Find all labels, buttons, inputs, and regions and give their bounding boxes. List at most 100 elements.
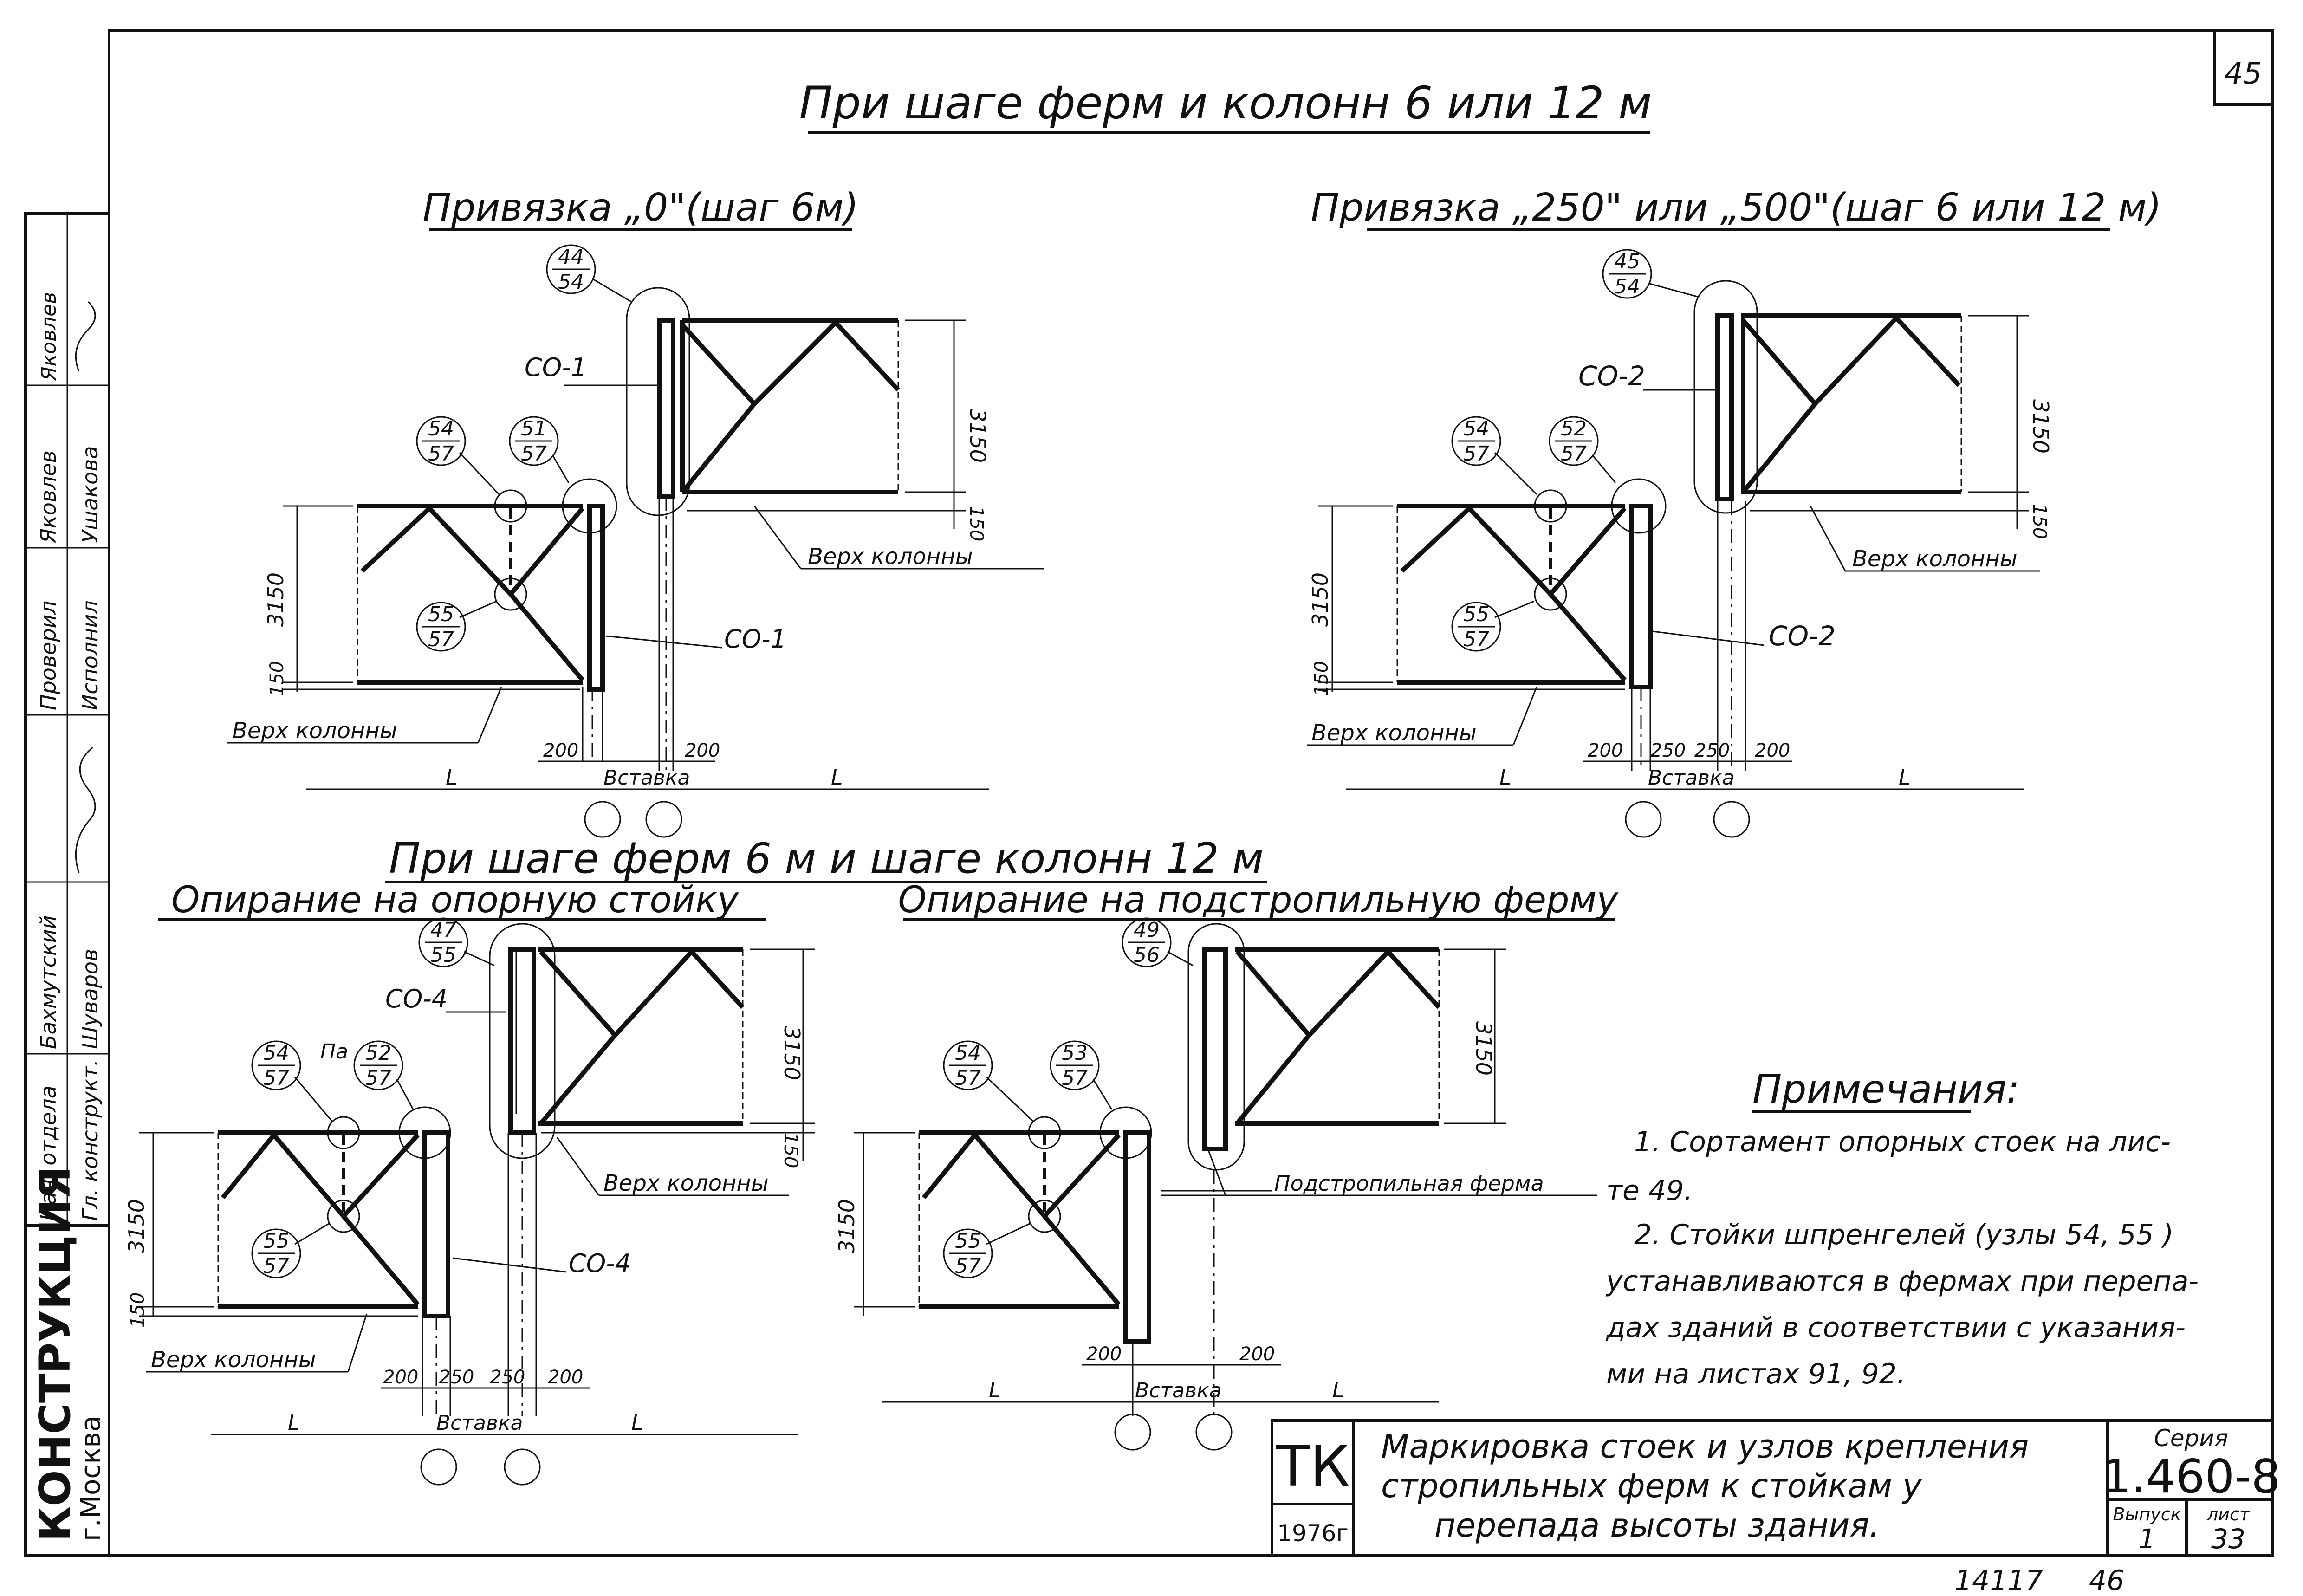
label-podstropilnaya-ferma: Подстропильная ферма: [1274, 1171, 1544, 1196]
dim-3150: 3150: [263, 572, 288, 627]
svg-text:55: 55: [263, 1229, 289, 1253]
heading-right-sub: Привязка „250" или „500"(шаг 6 или 12 м): [1311, 186, 2162, 230]
svg-text:56: 56: [1134, 943, 1160, 967]
dim-200: 200: [685, 740, 720, 761]
signature-scribble: [75, 746, 96, 873]
dim-3150: 3150: [965, 409, 990, 463]
dim-150: 150: [780, 1133, 801, 1168]
truss-web: [681, 323, 758, 494]
svg-text:44: 44: [558, 245, 584, 269]
svg-text:51: 51: [521, 417, 547, 441]
svg-text:53: 53: [1062, 1041, 1088, 1065]
node-circle: [1099, 1106, 1152, 1159]
node-circle: [494, 489, 527, 523]
svg-text:54: 54: [428, 417, 454, 441]
dim-150: 150: [1311, 661, 1332, 696]
axis-marker: [584, 801, 621, 838]
node-outline: [1187, 923, 1245, 1171]
node-circle: [1028, 1200, 1061, 1233]
label-vstavka: Вставка: [1648, 766, 1734, 790]
axis-marker: [645, 801, 682, 838]
stamp-name: Ушакова: [78, 446, 103, 543]
column-post: [422, 1130, 450, 1318]
label-co: СО-4: [385, 984, 448, 1013]
bottom-number: 46: [2089, 1564, 2124, 1596]
truss-web: [1549, 592, 1627, 682]
diagram-bottom-right: 49 56 54 57 53 57 55 57 Подстропильная ф…: [834, 917, 1597, 1451]
svg-text:54: 54: [1614, 275, 1640, 298]
dim-200: 200: [1755, 740, 1790, 761]
svg-text:57: 57: [1463, 628, 1489, 651]
leader: [1206, 1146, 1226, 1196]
node-callout-52-57: 52 57: [353, 1040, 414, 1110]
leader: [556, 1137, 600, 1196]
svg-text:54: 54: [1463, 417, 1489, 441]
dim-150: 150: [266, 661, 288, 696]
label-verh-kolonny: Верх колонны: [151, 1347, 316, 1373]
title-line: перепада высоты здания.: [1434, 1506, 1880, 1544]
truss-web: [360, 505, 584, 598]
truss-web: [221, 1131, 420, 1220]
diagram-top-left: 44 54 54 57 51 57 55 57 СО-1 СО-1: [227, 244, 1044, 838]
page-number-box: [2213, 29, 2274, 106]
stamp-role: Гл. конструкт.: [78, 1059, 103, 1221]
truss-web: [539, 950, 618, 1125]
seria-value: 1.460-8: [2102, 1449, 2281, 1504]
dim-L: L: [1499, 765, 1512, 790]
heading-bottom-right-sub: Опирание на подстропильную ферму: [898, 879, 1619, 921]
axis-marker: [420, 1448, 457, 1486]
dim-250: 250: [1650, 740, 1686, 761]
note-line: те 49.: [1606, 1174, 1693, 1207]
svg-text:57: 57: [1561, 442, 1587, 466]
node-callout-49-56: 49 56: [1122, 917, 1194, 967]
svg-text:57: 57: [365, 1066, 391, 1090]
stamp-name: Шуваров: [78, 949, 103, 1049]
svg-text:55: 55: [428, 603, 454, 626]
svg-text:57: 57: [955, 1254, 981, 1278]
leader: [753, 506, 802, 569]
notes: Примечания: 1. Сортамент опорных стоек н…: [1605, 1066, 2199, 1390]
node-circle: [398, 1106, 451, 1159]
column-post: [1123, 1130, 1151, 1344]
dim-3150: 3150: [1471, 1021, 1496, 1076]
column-post: [508, 947, 536, 1135]
svg-text:54: 54: [955, 1041, 981, 1065]
svg-text:57: 57: [1463, 442, 1489, 466]
node-circle: [562, 478, 617, 534]
page-number: 45: [2224, 57, 2262, 91]
title-line: Маркировка стоек и узлов крепления: [1381, 1427, 2029, 1466]
note-line: устанавливаются в фермах при перепа-: [1605, 1265, 2199, 1298]
svg-text:57: 57: [263, 1254, 289, 1278]
svg-text:52: 52: [365, 1041, 391, 1065]
column-post: [657, 318, 675, 499]
dim-250: 250: [490, 1367, 525, 1388]
dim-150: 150: [2029, 504, 2050, 539]
label-co: СО-4: [569, 1249, 631, 1278]
truss-web: [613, 948, 745, 1037]
stamp-name: Бахмутский: [36, 915, 61, 1049]
column-post: [587, 504, 605, 692]
truss-web: [1741, 318, 1818, 494]
dim-200: 200: [543, 740, 578, 761]
truss-web: [1307, 948, 1441, 1037]
vypusk-label: Выпуск: [2113, 1504, 2181, 1525]
label-verh-kolonny: Верх колонны: [808, 544, 973, 570]
label-co: СО-1: [724, 624, 786, 654]
svg-text:57: 57: [1062, 1066, 1088, 1090]
dim-3150: 3150: [1308, 572, 1333, 627]
label-verh-kolonny: Верх колонны: [232, 718, 397, 744]
side-stamp: Нач. отдела Гл. конструкт. Бахмутский Шу…: [24, 212, 110, 1557]
dim-250: 250: [1694, 740, 1730, 761]
dim-200: 200: [383, 1367, 418, 1388]
truss-web: [1813, 314, 1961, 406]
svg-text:54: 54: [558, 270, 584, 294]
truss-web: [1043, 1214, 1121, 1306]
note-line: дах зданий в соответствии с указания-: [1606, 1311, 2186, 1344]
leader: [1652, 630, 1765, 646]
svg-text:55: 55: [955, 1229, 981, 1253]
node-callout-54-57: 54 57: [1451, 416, 1537, 495]
node-circle: [494, 577, 527, 611]
svg-text:55: 55: [430, 943, 456, 967]
leader: [1512, 687, 1537, 746]
